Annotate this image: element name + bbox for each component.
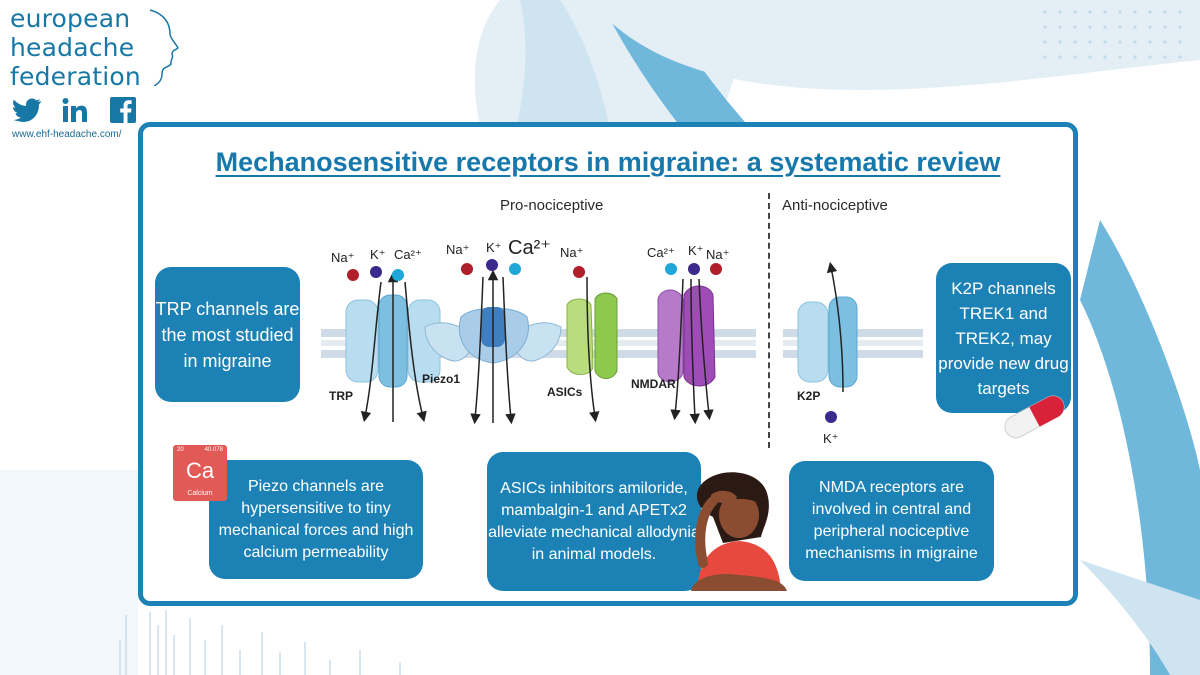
ion-label-k2p-k: K⁺ xyxy=(823,431,839,446)
bubble-piezo: Piezo channels are hypersensitive to tin… xyxy=(209,460,423,579)
ion-label-piezo-na: Na⁺ xyxy=(446,242,470,257)
element-mass: 40.078 xyxy=(204,447,223,453)
nmdar-channel xyxy=(657,278,716,425)
calcium-element-icon: 20 40.078 Ca Calcium xyxy=(173,445,227,501)
ion-label-trp-ca: Ca²⁺ xyxy=(394,247,422,262)
channel-label-k2p: K2P xyxy=(797,389,821,403)
logo-line-european: european xyxy=(10,4,131,33)
facebook-icon[interactable] xyxy=(108,96,138,124)
website-url[interactable]: www.ehf-headache.com/ xyxy=(12,129,122,140)
ion-dots xyxy=(347,259,837,423)
bubble-asic-text: ASICs inhibitors amiloride, mambalgin-1 … xyxy=(488,479,700,563)
bubble-nmda-text: NMDA receptors are involved in central a… xyxy=(805,479,978,562)
bubble-piezo-text: Piezo channels are hypersensitive to tin… xyxy=(218,477,414,561)
page-title: Mechanosensitive receptors in migraine: … xyxy=(215,147,1001,177)
piezo1-channel xyxy=(424,269,562,425)
bubble-trp-text: TRP channels are the most studied in mig… xyxy=(155,298,300,371)
face-profile-icon xyxy=(149,9,179,86)
bubble-trp: TRP channels are the most studied in mig… xyxy=(155,267,300,402)
section-divider xyxy=(768,193,770,448)
element-number: 20 xyxy=(177,447,184,453)
channel-label-nmdar: NMDAR xyxy=(631,377,676,391)
ion-label-asic-na: Na⁺ xyxy=(560,245,584,260)
social-links xyxy=(12,96,138,124)
bubble-nmda: NMDA receptors are involved in central a… xyxy=(789,461,994,581)
element-name: Calcium xyxy=(187,490,213,497)
pill-icon xyxy=(1004,395,1065,439)
element-symbol: Ca xyxy=(185,458,215,483)
linkedin-icon[interactable] xyxy=(60,96,90,124)
infographic-card: Mechanosensitive receptors in migraine: … xyxy=(138,122,1078,606)
bubble-k2p-text: K2P channels TREK1 and TREK2, may provid… xyxy=(938,278,1069,398)
pro-nociceptive-label: Pro-nociceptive xyxy=(500,197,604,214)
ion-label-nmdar-k: K⁺ xyxy=(688,243,704,258)
ion-label-trp-na: Na⁺ xyxy=(331,250,355,265)
logo-line-headache: headache xyxy=(10,33,135,62)
twitter-icon[interactable] xyxy=(12,96,42,124)
asic-channel xyxy=(566,276,618,423)
ion-label-nmdar-ca: Ca²⁺ xyxy=(647,245,675,260)
bubble-asic: ASICs inhibitors amiloride, mambalgin-1 … xyxy=(487,452,701,591)
trp-channel xyxy=(345,271,441,423)
ion-label-nmdar-na: Na⁺ xyxy=(706,247,730,262)
logo-line-federation: federation xyxy=(10,62,141,91)
channel-label-trp: TRP xyxy=(329,389,353,403)
woman-headache-illustration xyxy=(691,472,787,591)
bubble-k2p: K2P channels TREK1 and TREK2, may provid… xyxy=(936,263,1071,413)
ion-label-piezo-ca: Ca²⁺ xyxy=(508,237,551,259)
channel-diagram xyxy=(321,259,923,425)
ion-label-piezo-k: K⁺ xyxy=(486,240,502,255)
channel-label-piezo: Piezo1 xyxy=(422,372,461,386)
channel-label-asic: ASICs xyxy=(547,385,583,399)
anti-nociceptive-label: Anti-nociceptive xyxy=(782,197,888,214)
k2p-channel xyxy=(797,261,858,393)
ehf-logo[interactable]: european headache federation xyxy=(10,4,141,91)
ion-label-trp-k: K⁺ xyxy=(370,247,386,262)
